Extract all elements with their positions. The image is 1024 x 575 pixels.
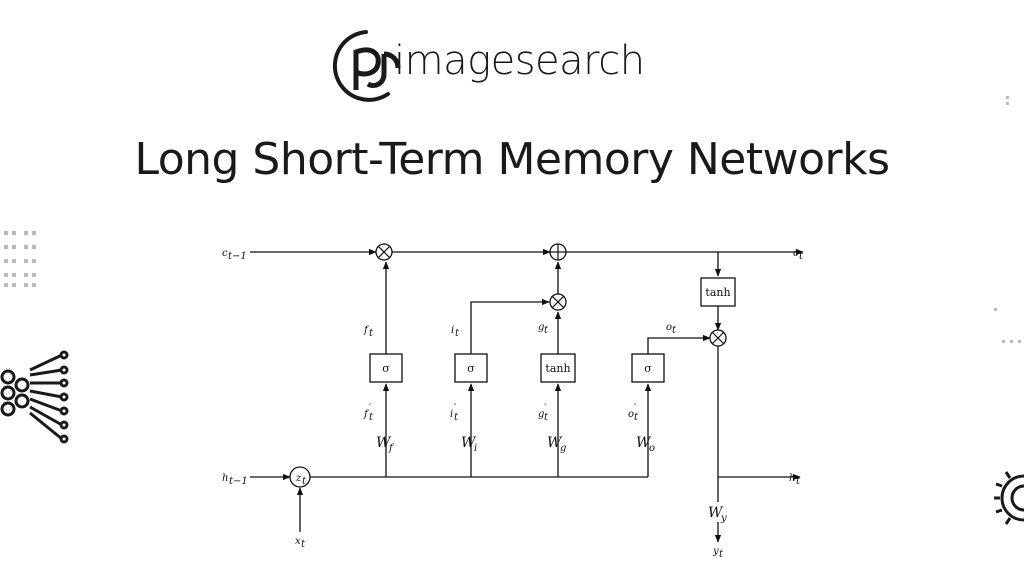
multiply-op-input: [549, 293, 567, 311]
label-i-pre: i ′ t: [450, 403, 459, 423]
label-wy: W y: [708, 505, 727, 524]
label-h-out: h t: [789, 473, 801, 487]
svg-text:t: t: [799, 251, 804, 262]
svg-text:t: t: [369, 412, 374, 423]
add-op-cell: [549, 243, 567, 261]
svg-text:′: ′: [634, 403, 637, 414]
svg-text:t: t: [672, 325, 677, 336]
label-wf: W f: [376, 435, 395, 454]
svg-text:g: g: [538, 322, 544, 333]
svg-text:x: x: [295, 536, 301, 547]
cell-tanh-box: tanh: [700, 277, 736, 307]
svg-text:t: t: [455, 328, 460, 339]
svg-text:W: W: [547, 435, 563, 451]
gear-icon: [994, 471, 1024, 525]
svg-text:σ: σ: [644, 362, 652, 375]
label-f-post: f t: [363, 325, 374, 339]
svg-text:W: W: [708, 505, 724, 521]
dots-decoration-icon: [994, 96, 1021, 343]
gate-box-candidate: tanh: [540, 353, 576, 383]
svg-text:y: y: [712, 546, 719, 557]
brand-text: imagesearch: [394, 38, 645, 84]
multiply-op-forget: [375, 243, 393, 261]
label-c-out: c t: [793, 248, 804, 262]
label-g-pre: g ′ t: [538, 403, 549, 423]
label-wi: W i: [461, 435, 477, 454]
page-title: Long Short-Term Memory Networks: [134, 134, 890, 185]
multiply-op-output: [709, 329, 727, 347]
svg-text:h: h: [222, 473, 228, 484]
concat-node: z t: [289, 466, 311, 488]
svg-text:′: ′: [544, 403, 547, 414]
svg-text:t: t: [302, 476, 307, 487]
label-y: y t: [712, 546, 724, 560]
svg-text:o: o: [649, 443, 655, 454]
svg-text:z: z: [295, 473, 302, 484]
svg-text:t: t: [719, 549, 724, 560]
svg-text:σ: σ: [467, 362, 475, 375]
svg-text:′: ′: [369, 403, 372, 414]
label-o-post: o t: [666, 322, 677, 336]
svg-text:i: i: [450, 409, 453, 420]
svg-text:t−1: t−1: [229, 476, 248, 487]
svg-text:c: c: [793, 248, 799, 259]
svg-text:g: g: [560, 443, 566, 454]
logo-mark: [332, 30, 401, 102]
label-h-prev: h t−1: [222, 473, 248, 487]
svg-text:′: ′: [454, 403, 457, 414]
svg-text:W: W: [376, 435, 392, 451]
label-i-post: i t: [451, 325, 460, 339]
svg-text:i: i: [451, 325, 454, 336]
svg-text:tanh: tanh: [545, 362, 570, 375]
svg-text:i: i: [474, 443, 477, 454]
hidden-input-path: [250, 383, 652, 532]
svg-text:t: t: [369, 328, 374, 339]
svg-text:f: f: [388, 443, 395, 454]
label-f-pre: f ′ t: [363, 403, 374, 423]
label-o-pre: o ′ t: [628, 403, 639, 423]
pyimagesearch-logo: imagesearch: [326, 28, 666, 102]
svg-text:g: g: [538, 409, 544, 420]
svg-text:o: o: [666, 322, 672, 333]
gate-box-input: σ: [454, 353, 488, 383]
label-wg: W g: [547, 435, 566, 454]
svg-text:W: W: [636, 435, 652, 451]
svg-text:t−1: t−1: [228, 251, 247, 262]
svg-text:σ: σ: [382, 362, 390, 375]
svg-text:t: t: [544, 325, 549, 336]
svg-text:tanh: tanh: [705, 286, 730, 299]
svg-text:t: t: [301, 539, 306, 550]
svg-text:t: t: [454, 412, 459, 423]
svg-text:y: y: [720, 513, 727, 524]
gate-box-forget: σ: [369, 353, 403, 383]
gate-output-paths: [382, 252, 801, 543]
svg-text:f: f: [363, 325, 370, 336]
label-g-post: g t: [538, 322, 549, 336]
label-x: x t: [295, 536, 306, 550]
gate-box-output: σ: [631, 353, 665, 383]
svg-text:t: t: [796, 476, 801, 487]
label-wo: W o: [636, 435, 655, 454]
circuit-decoration-icon: [0, 231, 69, 444]
svg-text:t: t: [634, 412, 639, 423]
svg-text:W: W: [461, 435, 477, 451]
svg-text:h: h: [789, 473, 795, 484]
svg-text:f: f: [363, 409, 370, 420]
svg-text:c: c: [222, 248, 228, 259]
svg-text:o: o: [628, 409, 634, 420]
svg-text:t: t: [544, 412, 549, 423]
label-c-prev: c t−1: [222, 248, 247, 262]
